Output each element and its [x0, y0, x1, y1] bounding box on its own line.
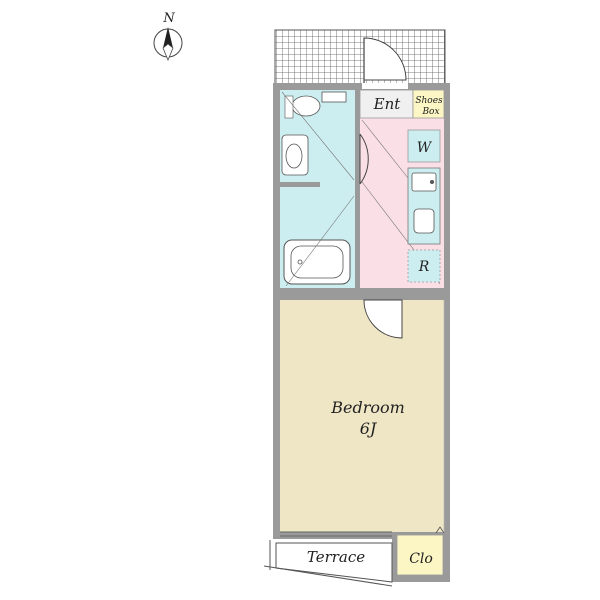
- shoes-box-label: Shoes: [415, 96, 443, 106]
- bedroom-door: [363, 299, 403, 339]
- closet-label: Clo: [409, 551, 433, 567]
- washer-space: [407, 129, 441, 163]
- bedroom-floor: [280, 300, 444, 532]
- wall-toilet-bath: [280, 182, 320, 187]
- wall-mid-horizontal: [280, 288, 364, 300]
- bathtub-icon: [283, 239, 351, 285]
- refrigerator-space: [407, 249, 441, 283]
- bedroom-size-label: 6J: [360, 419, 378, 438]
- wall-wet-vertical: [355, 90, 360, 133]
- washer-label: W: [417, 140, 433, 156]
- shoes-box: [412, 89, 445, 119]
- closet-floor: [396, 534, 444, 576]
- wall-wet-vertical-lower: [355, 190, 360, 288]
- compass-label: N: [162, 11, 175, 26]
- north-arrow-icon: [153, 27, 183, 62]
- front-door: [362, 37, 408, 89]
- wall-mid-horizontal-right: [402, 288, 444, 300]
- wash-basin-icon: [281, 134, 309, 176]
- entrance-label: Ent: [373, 95, 402, 113]
- toilet-icon: [284, 91, 347, 119]
- refrigerator-label: R: [418, 259, 430, 275]
- terrace-label: Terrace: [307, 548, 365, 566]
- bathroom-door: [359, 133, 369, 185]
- bedroom-label: Bedroom: [330, 398, 405, 417]
- top-grating: [274, 29, 446, 86]
- terrace-floor: [275, 542, 393, 583]
- shoes-box-label-2: Box: [421, 107, 439, 117]
- kitchen-counter: [407, 167, 441, 245]
